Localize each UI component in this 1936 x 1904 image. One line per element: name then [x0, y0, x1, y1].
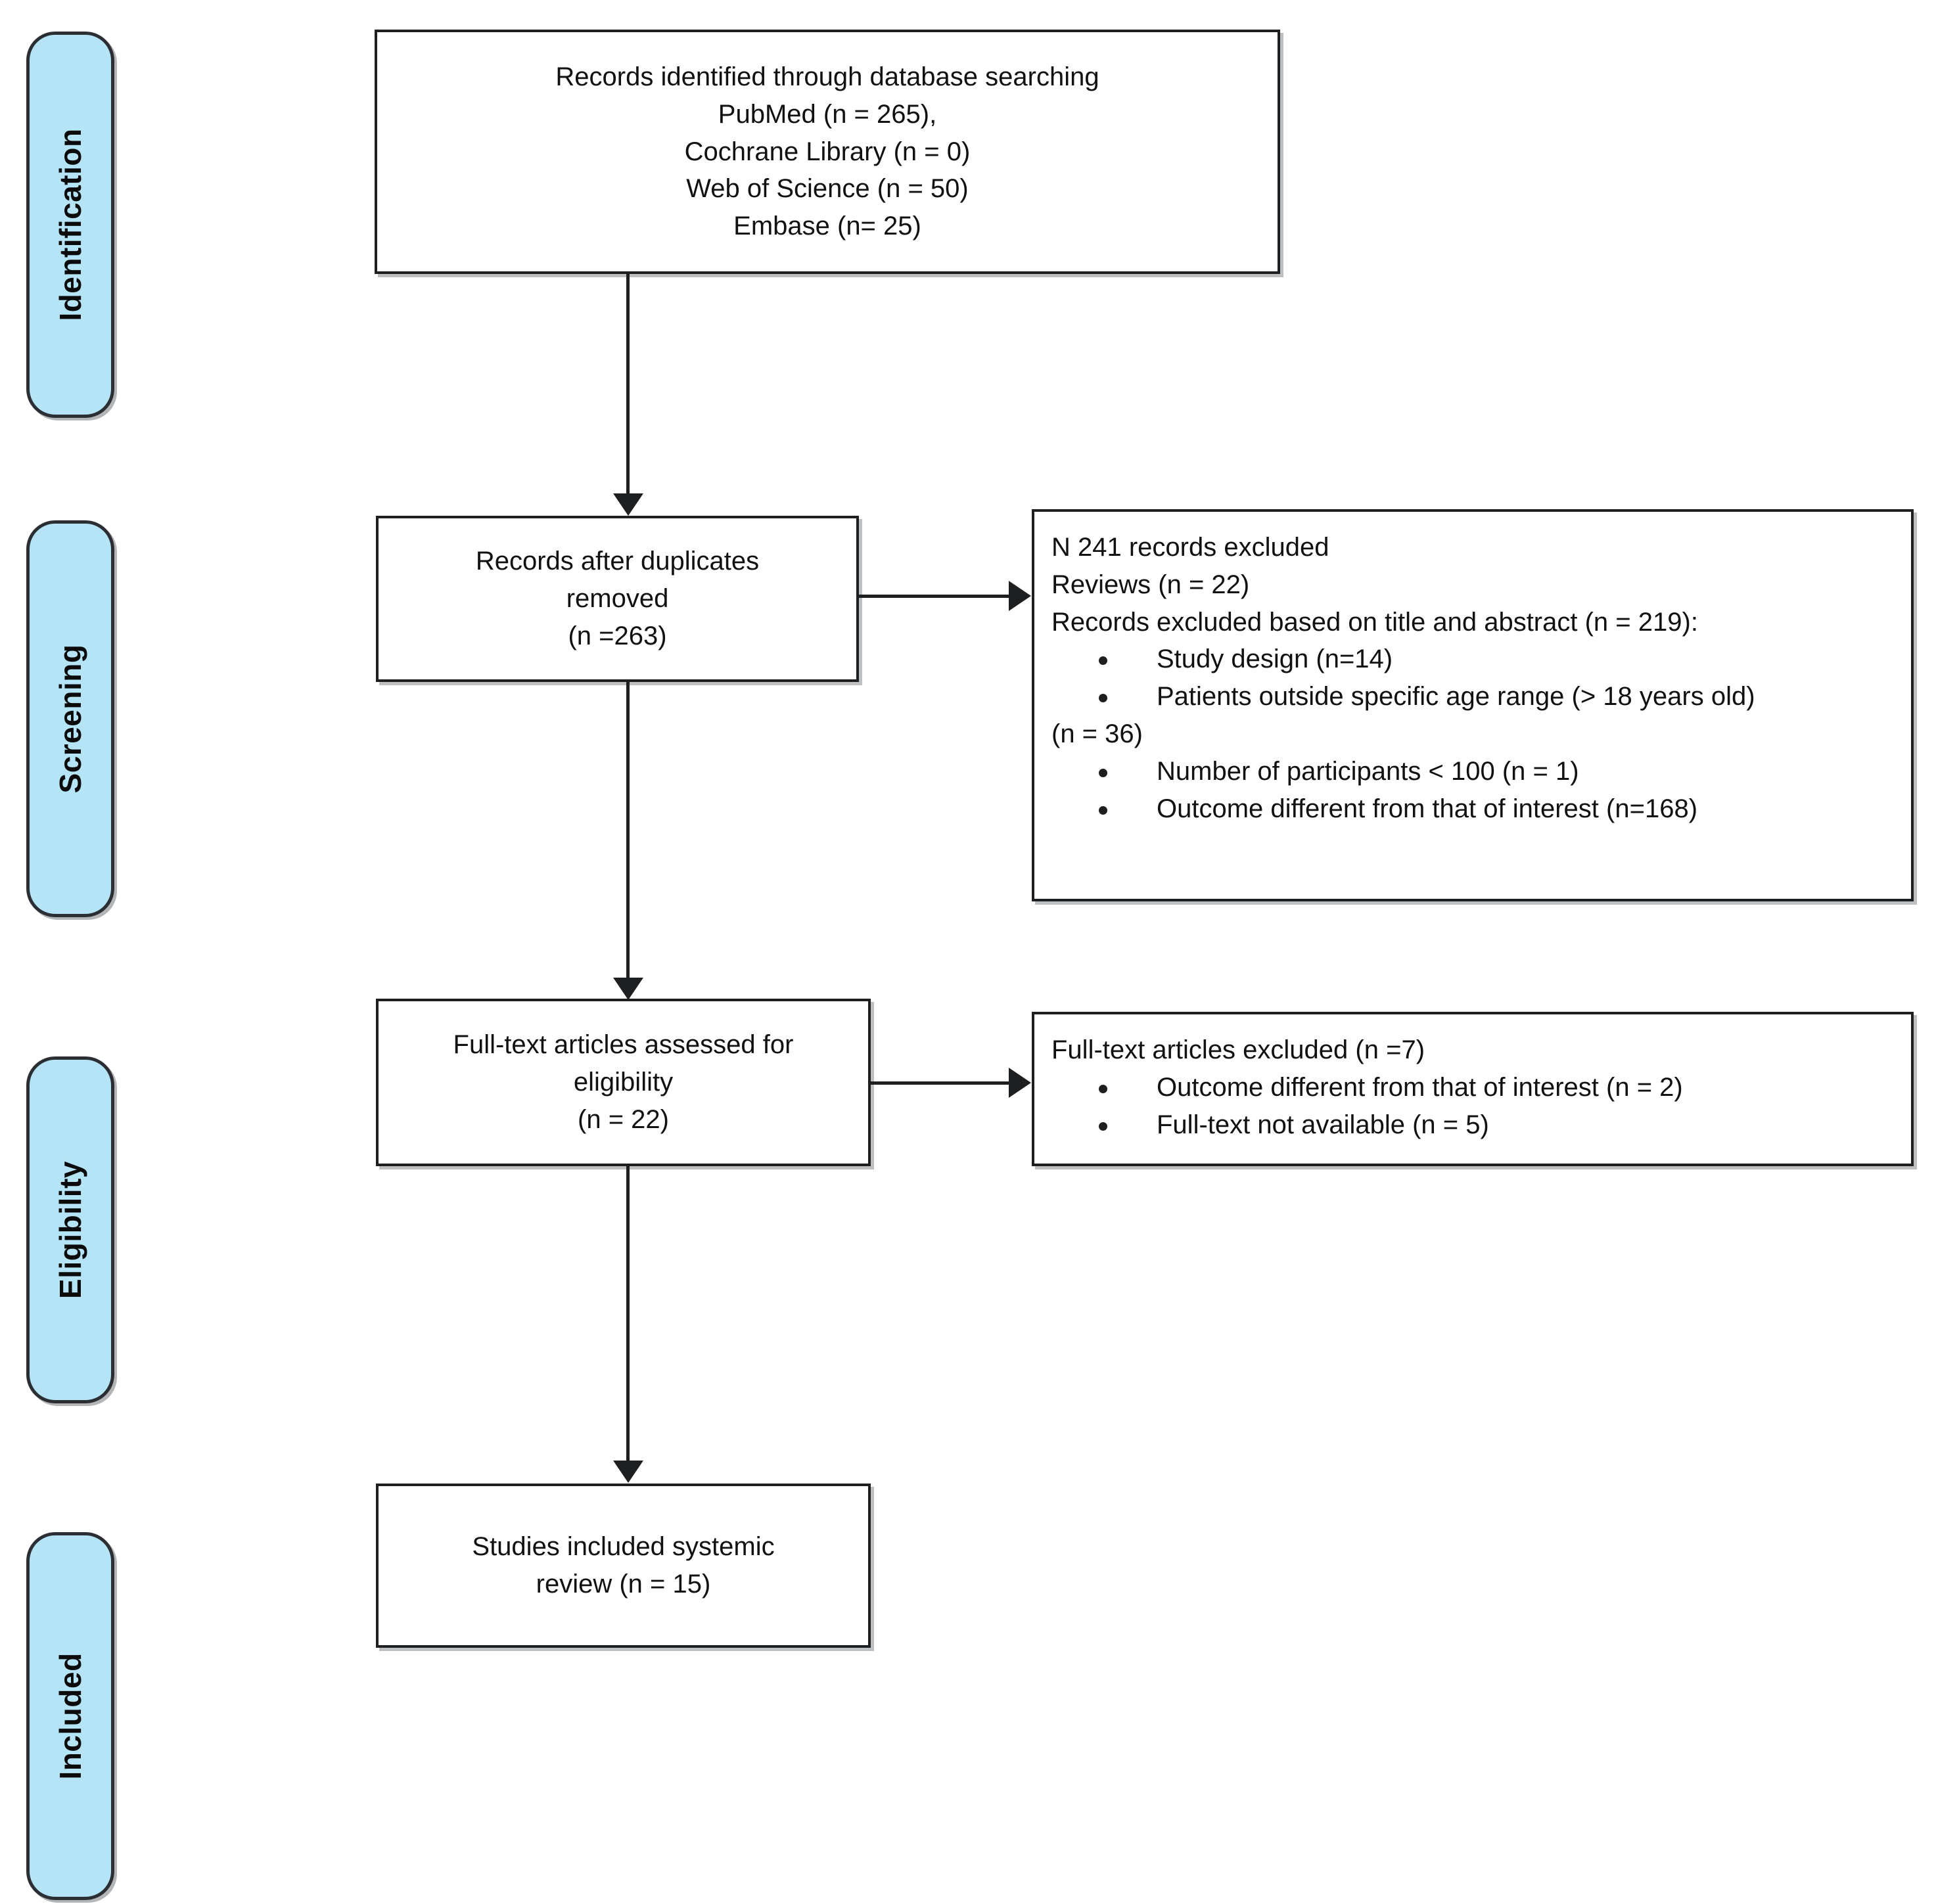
fulltext-assessed-line-1: Full-text articles assessed for	[453, 1030, 794, 1060]
connector-identified-to-duplicates	[626, 274, 630, 495]
records-identified-line-1: Records identified through database sear…	[555, 62, 1099, 91]
records-excluded-bullet-1: Study design (n=14)	[1157, 645, 1393, 674]
list-item: Outcome different from that of interest …	[1051, 1069, 1897, 1106]
box-fulltext-excluded: Full-text articles excluded (n =7) Outco…	[1032, 1012, 1914, 1166]
box-records-identified: Records identified through database sear…	[375, 30, 1280, 274]
arrowhead-fulltext-to-included	[613, 1461, 643, 1483]
box-records-excluded: N 241 records excluded Reviews (n = 22) …	[1032, 509, 1914, 901]
after-duplicates-line-3: (n =263)	[568, 621, 667, 650]
stage-label-screening: Screening	[53, 644, 87, 794]
stage-label-eligibility: Eligibility	[53, 1161, 87, 1299]
stage-pill-eligibility: Eligibility	[26, 1056, 114, 1403]
box-fulltext-assessed: Full-text articles assessed for eligibil…	[376, 999, 871, 1166]
box-records-after-duplicates: Records after duplicates removed (n =263…	[376, 516, 859, 682]
arrowhead-identified-to-duplicates	[613, 493, 643, 516]
fulltext-excluded-bullet-list: Outcome different from that of interest …	[1051, 1069, 1897, 1144]
after-duplicates-line-2: removed	[566, 584, 669, 614]
list-item: Study design (n=14)	[1051, 641, 1897, 678]
stage-pill-included: Included	[26, 1532, 114, 1900]
records-excluded-line-2: Reviews (n = 22)	[1051, 570, 1250, 599]
records-identified-line-4: Web of Science (n = 50)	[686, 174, 969, 204]
list-item: Outcome different from that of interest …	[1051, 790, 1897, 828]
records-identified-line-2: PubMed (n = 265),	[718, 99, 937, 129]
stage-pill-identification: Identification	[26, 32, 114, 418]
records-excluded-bullet-3: Number of participants < 100 (n = 1)	[1157, 756, 1579, 786]
arrowhead-duplicates-to-excluded	[1009, 581, 1031, 611]
fulltext-excluded-bullet-2: Full-text not available (n = 5)	[1157, 1110, 1489, 1139]
records-excluded-bullet-2-cont: (n = 36)	[1051, 719, 1143, 748]
fulltext-assessed-line-3: (n = 22)	[578, 1104, 669, 1134]
records-excluded-bullet-2: Patients outside specific age range (> 1…	[1157, 682, 1755, 712]
fulltext-assessed-line-2: eligibility	[573, 1068, 674, 1097]
box-studies-included: Studies included systemic review (n = 15…	[376, 1484, 871, 1648]
after-duplicates-line-1: Records after duplicates	[475, 547, 760, 576]
fulltext-excluded-bullet-1: Outcome different from that of interest …	[1157, 1072, 1683, 1102]
studies-included-line-1: Studies included systemic	[472, 1532, 775, 1562]
records-excluded-bullet-4: Outcome different from that of interest …	[1157, 794, 1698, 823]
list-item: Patients outside specific age range (> 1…	[1051, 678, 1897, 753]
connector-duplicates-to-excluded	[859, 595, 1010, 598]
list-item: Number of participants < 100 (n = 1)	[1051, 753, 1897, 790]
records-identified-line-5: Embase (n= 25)	[733, 212, 921, 241]
studies-included-line-2: review (n = 15)	[536, 1570, 711, 1598]
fulltext-excluded-line-1: Full-text articles excluded (n =7)	[1051, 1035, 1425, 1064]
list-item: Full-text not available (n = 5)	[1051, 1106, 1897, 1144]
records-excluded-line-1: N 241 records excluded	[1051, 533, 1329, 562]
connector-fulltext-to-included	[626, 1166, 630, 1462]
records-identified-line-3: Cochrane Library (n = 0)	[684, 137, 971, 166]
records-excluded-bullet-list: Study design (n=14) Patients outside spe…	[1051, 641, 1897, 827]
connector-fulltext-to-excluded	[871, 1081, 1010, 1085]
stage-label-included: Included	[53, 1652, 87, 1780]
stage-pill-screening: Screening	[26, 520, 114, 917]
records-excluded-line-3: Records excluded based on title and abst…	[1051, 607, 1698, 637]
stage-label-identification: Identification	[53, 128, 87, 321]
arrowhead-fulltext-to-excluded	[1009, 1068, 1031, 1098]
arrowhead-duplicates-to-fulltext	[613, 978, 643, 1000]
connector-duplicates-to-fulltext	[626, 682, 630, 979]
